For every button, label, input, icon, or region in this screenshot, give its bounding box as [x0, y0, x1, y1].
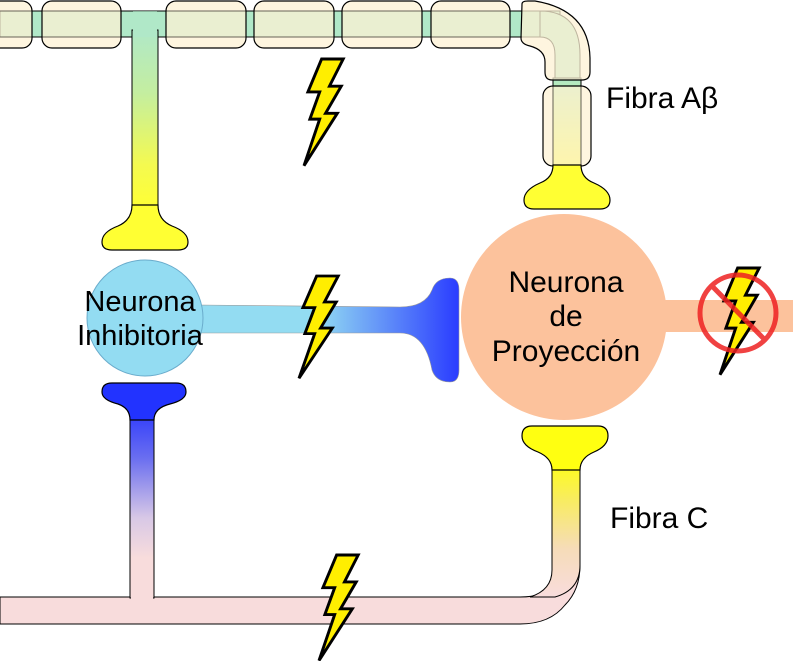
fiber-c-label: Fibra C — [610, 502, 708, 535]
projection-label-line1: Neurona — [508, 266, 623, 299]
c-fiber-inhibitory-terminal — [101, 382, 187, 421]
projection-label-line3: Proyección — [492, 335, 640, 368]
prohibited-signal-icon — [697, 266, 779, 377]
abeta-projection-terminal — [523, 164, 611, 210]
projection-label-line2: de — [549, 300, 582, 333]
inhibitory-label-line2: Inhibitoria — [77, 320, 204, 352]
abeta-collateral — [131, 29, 159, 211]
inhibitory-label-line1: Neurona — [84, 286, 196, 318]
abeta-inhibitory-terminal — [101, 204, 189, 251]
lightning-bolt-icon — [302, 57, 345, 168]
projection-cell-body — [461, 214, 667, 420]
myelin-sheath — [0, 0, 592, 167]
fiber-abeta-label: Fibra Aβ — [606, 82, 718, 115]
c-fiber-projection-terminal — [521, 425, 609, 471]
c-fiber — [0, 382, 609, 625]
inhibitory-cell-body — [86, 259, 204, 377]
abeta-fiber — [0, 0, 611, 251]
projection-neuron — [461, 214, 793, 420]
